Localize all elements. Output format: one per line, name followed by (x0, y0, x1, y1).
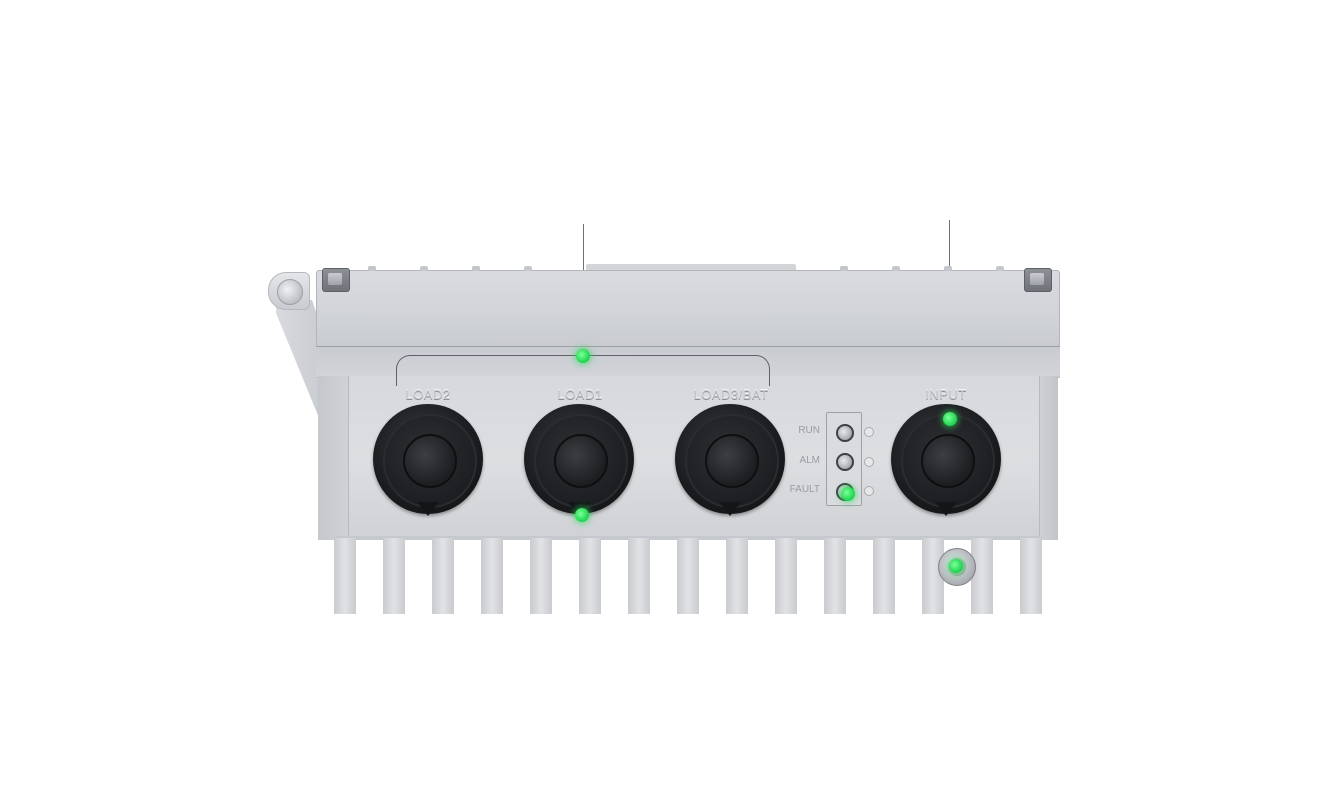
lid-rib (944, 266, 952, 271)
hotspot-lid[interactable] (576, 349, 590, 363)
gland-seal (554, 434, 608, 488)
heatsink-fin (334, 538, 356, 614)
lid-rib (524, 266, 532, 271)
lid-top-tab (586, 264, 796, 272)
hotspot-load1-gland[interactable] (575, 508, 589, 522)
lid-rib (420, 266, 428, 271)
heatsink-fin (726, 538, 748, 614)
heatsink-fin (383, 538, 405, 614)
port-label-load2: LOAD2 (405, 387, 451, 402)
indicator-label-run: RUN (798, 425, 820, 436)
port-label-load1: LOAD1 (557, 387, 603, 402)
indicator-label-fault: FAULT (789, 484, 820, 495)
run-led-dot (864, 427, 874, 437)
gland-seal (403, 434, 457, 488)
lid-rib (996, 266, 1004, 271)
lid-rib (472, 266, 480, 271)
heatsink-fin (481, 538, 503, 614)
port-label-input: INPUT (925, 387, 967, 402)
heatsink-fin (579, 538, 601, 614)
alm-indicator (836, 453, 854, 471)
heatsink-fin (628, 538, 650, 614)
indicator-label-alm: ALM (799, 455, 820, 466)
heatsink-fin (1020, 538, 1042, 614)
hotspot-input-port[interactable] (943, 412, 957, 426)
hinge (268, 272, 310, 310)
heatsink-fin (677, 538, 699, 614)
enclosure-lid (316, 270, 1060, 356)
lid-rib (840, 266, 848, 271)
heatsink-fin (775, 538, 797, 614)
port-label-load3-bat: LOAD3/BAT (693, 387, 769, 402)
corner-screw-right (1024, 268, 1052, 292)
hotspot-ground-screw[interactable] (949, 559, 963, 573)
lid-seam (316, 346, 1060, 378)
gland-seal (921, 434, 975, 488)
heatsink-fin (824, 538, 846, 614)
heatsink-fin (971, 538, 993, 614)
housing-side-right (1038, 376, 1058, 540)
heatsink-fin (530, 538, 552, 614)
heatsink-fin (922, 538, 944, 614)
cable-gland-load3-bat (675, 404, 785, 520)
heatsink-fin (432, 538, 454, 614)
lid-rib (892, 266, 900, 271)
gland-seal (705, 434, 759, 488)
heatsink-fin (873, 538, 895, 614)
corner-screw-left (322, 268, 350, 292)
run-indicator (836, 424, 854, 442)
heatsink-fins (334, 538, 1042, 614)
lid-rib (368, 266, 376, 271)
cable-gland-load1 (524, 404, 634, 520)
hotspot-fault-indicator[interactable] (841, 487, 855, 501)
fault-led-dot (864, 486, 874, 496)
hinge-screw (277, 279, 303, 305)
alm-led-dot (864, 457, 874, 467)
housing-side-left (318, 376, 350, 540)
cable-gland-load2 (373, 404, 483, 520)
